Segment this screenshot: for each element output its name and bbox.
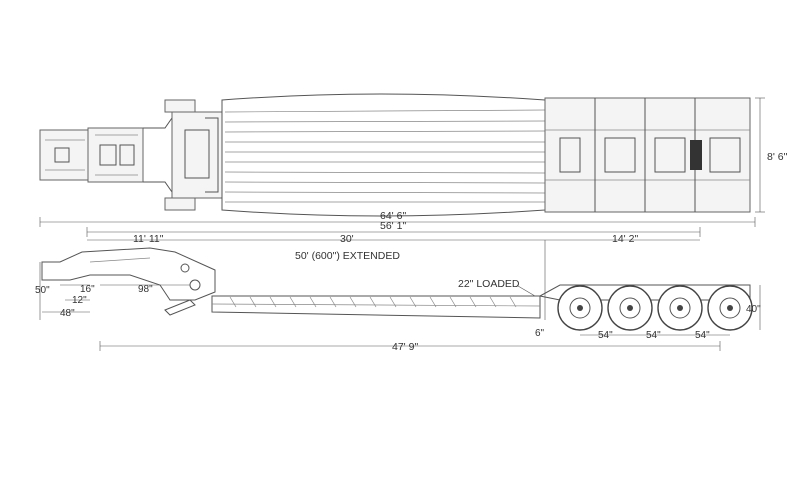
deck-step-label: 6": [535, 328, 545, 339]
rear-length-label: 14' 2": [612, 233, 638, 245]
swing-12-label: 12": [72, 295, 87, 306]
deck-side: [211, 295, 541, 319]
rear-height-label: 40": [746, 304, 761, 315]
gooseneck-plan: [39, 129, 89, 181]
deck-to-axles-label: 56' 1": [380, 220, 406, 232]
rear-section-plan: [544, 97, 751, 213]
wheel-3: [657, 285, 703, 331]
wheel-4: [707, 285, 753, 331]
wheel-2: [607, 285, 653, 331]
overall-length-label: 64' 6": [380, 210, 406, 222]
extended-note: 50' (600") EXTENDED: [295, 250, 400, 262]
gooseneck-length-label: 11' 11": [133, 233, 164, 245]
swing-48-label: 48": [60, 308, 75, 319]
deck-crossmembers: [229, 296, 517, 308]
wheel-1: [557, 285, 603, 331]
loaded-height-label: 22" LOADED: [458, 278, 520, 290]
well-length-label: 30': [340, 233, 354, 245]
gooseneck-height-label: 50": [35, 285, 50, 296]
swing-section-plan: [171, 111, 223, 199]
front-outrigger-top: [164, 99, 196, 113]
well-bottom-length-label: 47' 9": [392, 341, 418, 353]
axle-spacing-3-label: 54": [695, 330, 710, 341]
front-outrigger-bottom: [164, 197, 196, 211]
side-view: 64' 6" 56' 1" 11' 11" 30' 14' 2" 50' (60…: [35, 210, 761, 353]
plan-view: 8' 6": [39, 93, 788, 217]
axle-spacing-2-label: 54": [646, 330, 661, 341]
gooseneck-side: [41, 247, 216, 301]
width-label: 8' 6": [767, 151, 788, 163]
kingpin-98-label: 98": [138, 284, 153, 295]
axle-spacing-1-label: 54": [598, 330, 613, 341]
well-deck-plan: [221, 93, 546, 217]
rear-frame-side: [538, 284, 751, 301]
kingpin-16-label: 16": [80, 284, 95, 295]
